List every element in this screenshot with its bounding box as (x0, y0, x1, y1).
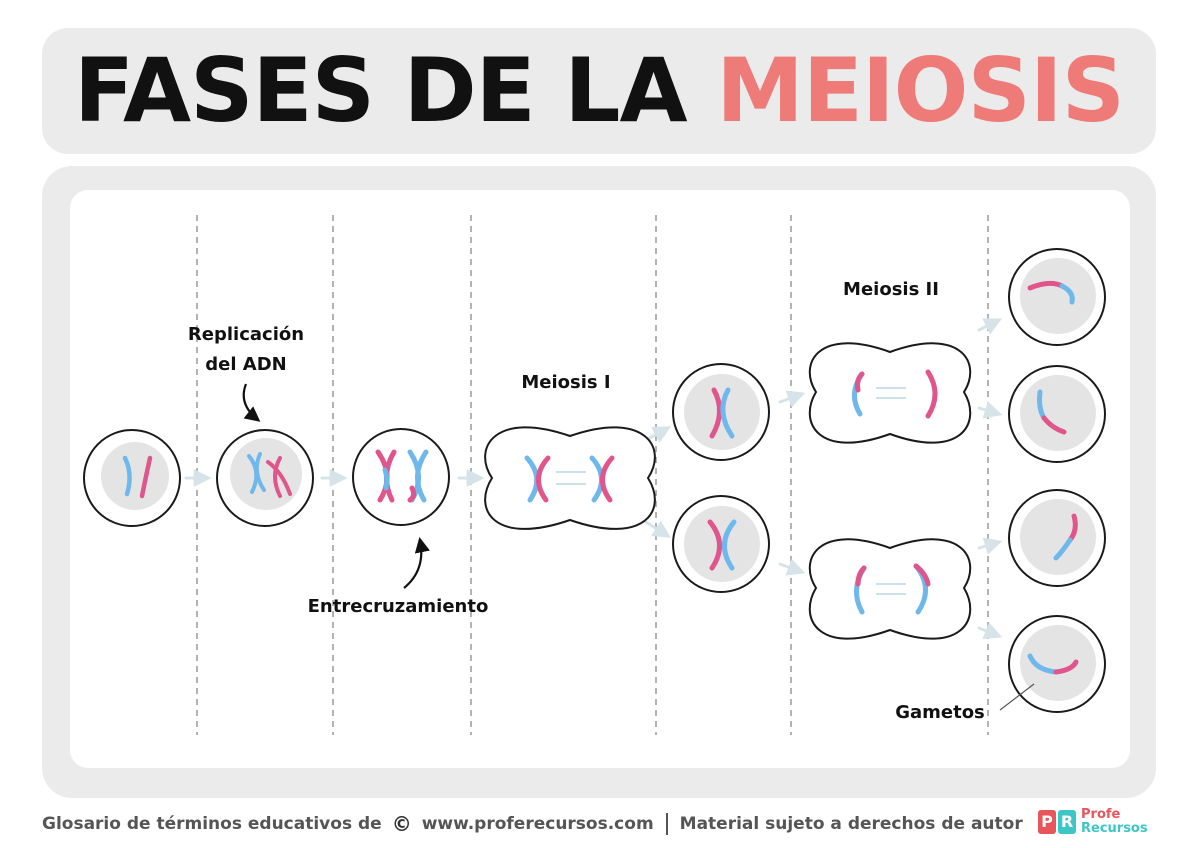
flow-arrow-6 (778, 390, 806, 408)
footer-rights: Material sujeto a derechos de autor (679, 814, 1023, 834)
flow-arrow-5 (644, 520, 672, 538)
phase-dividers (196, 215, 989, 735)
cell-replication (216, 429, 314, 527)
logo-text: Profe Recursos (1081, 808, 1148, 836)
logo-text-line2: Recursos (1081, 821, 1148, 836)
cell-after-meiosis-1-top (672, 363, 770, 461)
cell-meiosis-2-top (808, 342, 972, 444)
title-banner: FASES DE LA MEIOSIS (42, 28, 1156, 154)
flow-arrow-4 (644, 426, 672, 443)
flow-arrow-7 (778, 558, 806, 576)
gamete-4 (1008, 615, 1106, 713)
logo-mark-p: P (1038, 810, 1056, 834)
title-part-1: FASES DE LA (74, 39, 688, 142)
cell-meiosis-1 (484, 426, 656, 530)
copyright-icon: © (391, 812, 412, 836)
flow-arrow-8 (977, 318, 1003, 335)
cell-initial (83, 429, 181, 527)
label-meiosis-2: Meiosis II (843, 279, 939, 300)
flow-arrow-10 (977, 537, 1003, 555)
footer-glossary: Glosario de términos educativos de (42, 814, 382, 834)
flow-arrow-11 (977, 622, 1003, 640)
page-title: FASES DE LA MEIOSIS (74, 47, 1125, 135)
label-meiosis-1: Meiosis I (521, 372, 610, 393)
cell-crossing-over (352, 428, 450, 526)
replication-callout-arrow (242, 383, 261, 422)
flow-arrows (184, 318, 1003, 640)
cell-meiosis-2-bottom (808, 538, 972, 640)
label-replication-line2: del ADN (205, 354, 286, 375)
label-crossing-over: Entrecruzamiento (308, 596, 489, 617)
gamete-1 (1008, 248, 1106, 346)
label-gametes: Gametos (895, 702, 985, 723)
brand-logo[interactable]: P R Profe Recursos (1038, 808, 1148, 836)
logo-text-line1: Profe (1081, 807, 1121, 822)
crossing-over-callout-arrow (403, 536, 430, 589)
logo-mark-r: R (1058, 810, 1076, 834)
flow-arrow-9 (977, 401, 1003, 419)
gamete-2 (1008, 365, 1106, 463)
footer-separator (665, 813, 668, 835)
gamete-3 (1008, 489, 1106, 587)
logo-mark-icon: P R (1038, 810, 1076, 834)
label-replication-line1: Replicación (188, 324, 304, 345)
cell-after-meiosis-1-bottom (672, 495, 770, 593)
title-part-2: MEIOSIS (716, 39, 1125, 142)
gametes-callout-line (999, 683, 1035, 711)
footer-website-link[interactable]: www.proferecursos.com (421, 814, 654, 834)
footer: Glosario de términos educativos de © www… (42, 810, 1023, 838)
